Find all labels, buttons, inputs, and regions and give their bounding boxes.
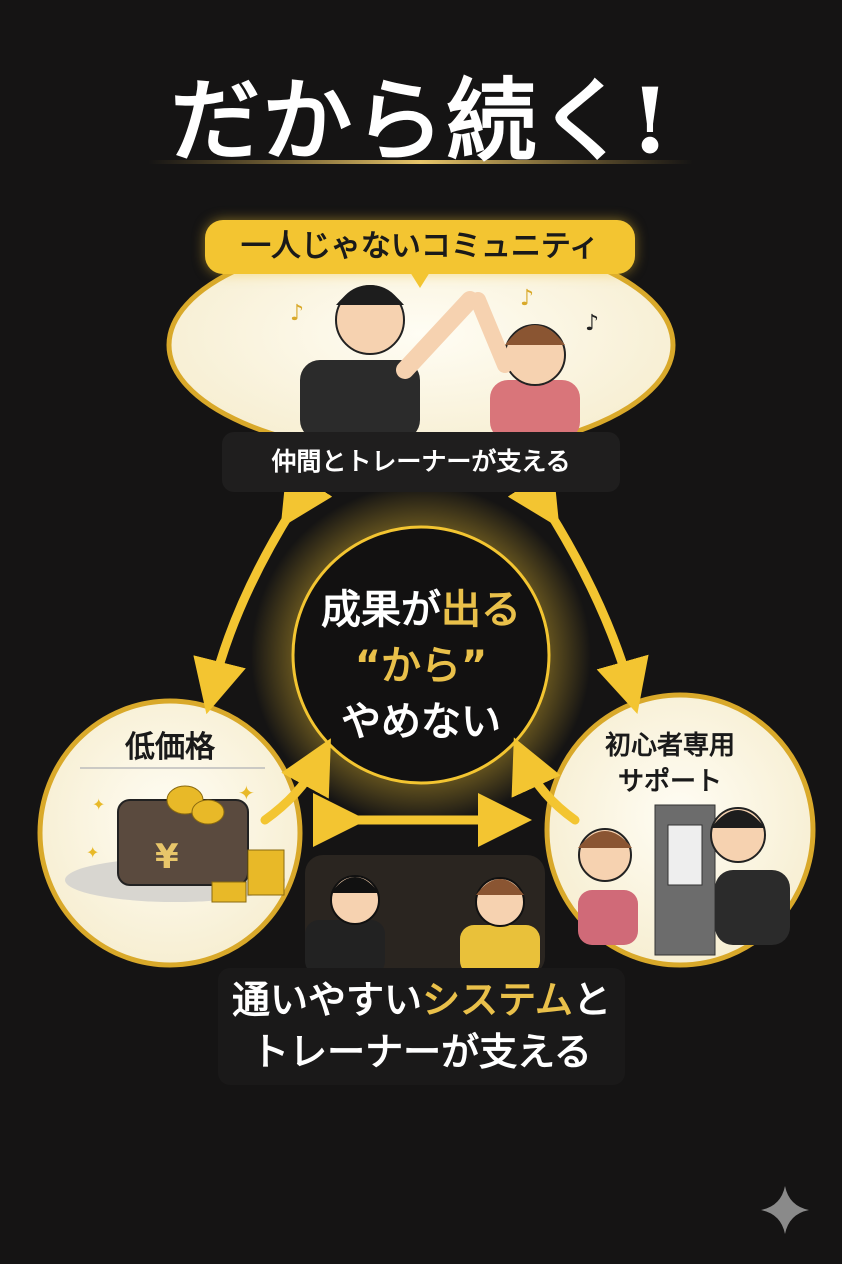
bottom-line1-a: 通いやすい: [232, 978, 423, 1022]
community-badge: 一人じゃないコミュニティ: [205, 220, 635, 288]
arrow-left-to-center: [260, 738, 331, 825]
right-node-line2: サポート: [617, 767, 722, 797]
wallet-coins-illustration: ¥ ✦ ✦ ✦: [65, 781, 285, 903]
center-line1-gold: 出る: [441, 587, 521, 633]
right-node-label: 初心者専用 サポート: [560, 728, 780, 800]
music-note-icon: ♪: [520, 286, 534, 311]
sparkle-icon: ✦: [92, 795, 105, 814]
chatting-people-illustration: [305, 875, 540, 975]
center-line2: “から”: [354, 643, 488, 689]
sparkle-icon: ✦: [238, 781, 255, 805]
right-node-line1: 初心者専用: [604, 731, 735, 761]
top-node-caption: 仲間とトレーナーが支える: [222, 432, 620, 492]
yen-icon: ¥: [155, 837, 179, 877]
center-line1-white: 成果が: [321, 587, 441, 633]
bottom-line1-b: と: [572, 978, 611, 1022]
bottom-line1-gold: システム: [422, 978, 573, 1022]
arrow-top-left: [193, 467, 333, 715]
sparkle-icon: ✦: [86, 843, 99, 862]
music-note-icon: ♪: [585, 311, 599, 336]
arrow-right-to-center: [511, 737, 580, 825]
bottom-line2: トレーナーが支える: [251, 1030, 592, 1074]
cycle-arrows: [193, 467, 649, 847]
arrow-top-right: [507, 467, 649, 714]
left-node-label: 低価格: [125, 730, 215, 765]
sparkle-icon: [761, 1186, 809, 1234]
title-underline: [148, 160, 693, 164]
gym-training-illustration: [578, 804, 790, 956]
high-five-illustration: ♪ ♪ ♪: [290, 285, 599, 440]
music-note-icon: ♪: [290, 301, 304, 326]
page-title: だから続く!: [170, 68, 672, 174]
center-message: 成果が出る “から” やめない: [296, 582, 546, 750]
center-line3: やめない: [341, 699, 501, 745]
bottom-node-caption: 通いやすいシステムと トレーナーが支える: [218, 968, 625, 1085]
